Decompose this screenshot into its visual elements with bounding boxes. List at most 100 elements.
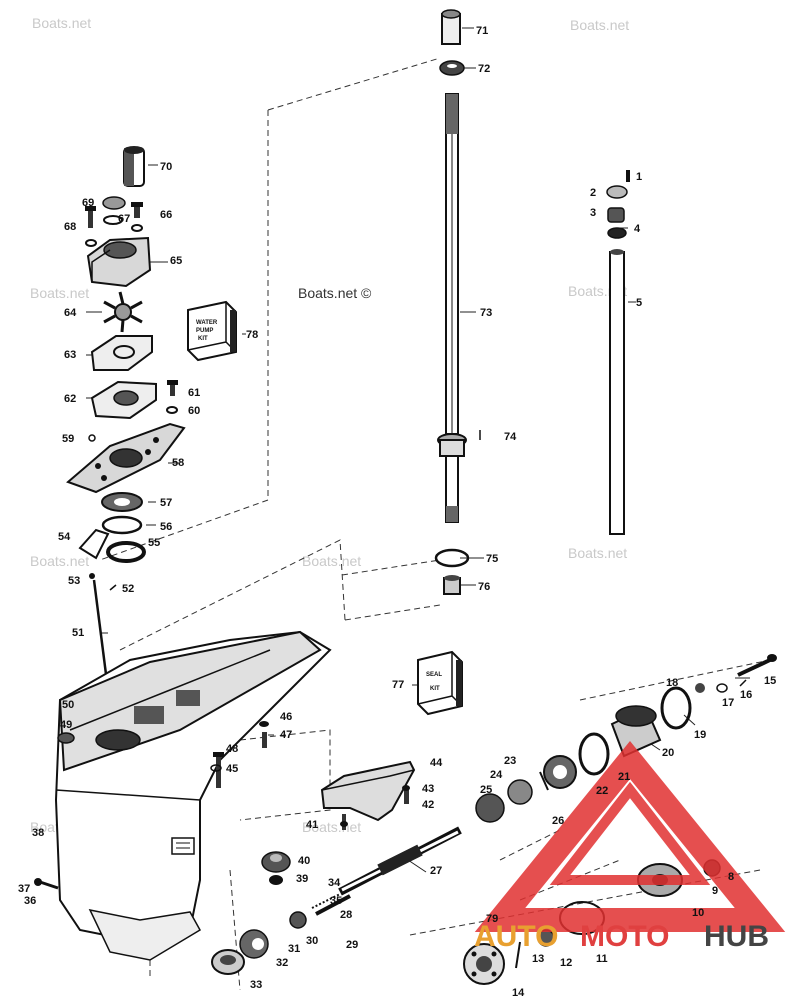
callout-56: 56	[160, 521, 172, 533]
part-51-shift-rod	[89, 573, 117, 691]
callout-15: 15	[764, 675, 776, 687]
reverse-gear-group	[475, 755, 577, 823]
callout-16: 16	[740, 689, 752, 701]
watermark: Boats.net	[30, 285, 89, 301]
callout-65: 65	[170, 255, 182, 267]
callout-45: 45	[226, 763, 238, 775]
watermark: Boats.net	[302, 553, 361, 569]
brand-hub: HUB	[704, 920, 769, 953]
callout-54: 54	[58, 531, 71, 543]
watermark: Boats.net	[30, 553, 89, 569]
watermark: Boats.net	[568, 545, 627, 561]
bearing-carrier-group	[578, 683, 705, 776]
forward-gear-group	[211, 911, 307, 975]
callout-63: 63	[64, 349, 76, 361]
callout-60: 60	[188, 405, 200, 417]
kit-label: KIT	[198, 336, 208, 342]
callout-62: 62	[64, 393, 76, 405]
callout-26: 26	[552, 815, 564, 827]
kit-label: SEAL	[426, 672, 442, 678]
callout-79: 79	[486, 913, 498, 925]
callout-44: 44	[430, 757, 443, 769]
callout-53: 53	[68, 575, 80, 587]
callout-75: 75	[486, 553, 498, 565]
callout-74: 74	[504, 431, 517, 443]
callout-38: 38	[32, 827, 44, 839]
callout-59: 59	[62, 433, 74, 445]
watermark: Boats.net	[32, 15, 91, 31]
kit-label: PUMP	[196, 328, 213, 334]
callout-27: 27	[430, 865, 442, 877]
callout-70: 70	[160, 161, 172, 173]
callout-41: 41	[306, 819, 318, 831]
callout-12: 12	[560, 957, 572, 969]
callout-72: 72	[478, 63, 490, 75]
callout-58: 58	[172, 457, 184, 469]
callout-52: 52	[122, 583, 134, 595]
callout-5: 5	[636, 297, 642, 309]
callout-77: 77	[392, 679, 404, 691]
part-15-bolt	[716, 654, 777, 693]
callout-76: 76	[478, 581, 490, 593]
callout-25: 25	[480, 784, 492, 796]
callout-3: 3	[590, 207, 596, 219]
part-37-screw	[34, 878, 59, 890]
callout-48: 48	[226, 743, 238, 755]
callout-31: 31	[288, 943, 300, 955]
callout-4: 4	[634, 223, 641, 235]
kit-label: KIT	[430, 686, 440, 692]
callout-28: 28	[340, 909, 352, 921]
callout-19: 19	[694, 729, 706, 741]
callout-69: 69	[82, 197, 94, 209]
part-70-tube	[123, 146, 145, 187]
brand-auto: AUTO	[474, 920, 558, 953]
part-65-pump-body	[86, 236, 152, 288]
callout-14: 14	[512, 987, 525, 999]
part-71-bushing	[441, 9, 461, 45]
callout-43: 43	[422, 783, 434, 795]
callout-55: 55	[148, 537, 160, 549]
callout-64: 64	[64, 307, 77, 319]
callout-22: 22	[596, 785, 608, 797]
part-62-plate	[90, 380, 157, 420]
callout-36: 36	[24, 895, 36, 907]
callout-50: 50	[62, 699, 74, 711]
callout-73: 73	[480, 307, 492, 319]
callout-49: 49	[60, 719, 72, 731]
part-59-dowel	[88, 434, 96, 442]
callout-23: 23	[504, 755, 516, 767]
callout-30: 30	[306, 935, 318, 947]
callout-47: 47	[280, 729, 292, 741]
seals-stack	[78, 492, 146, 563]
pump-top-hardware	[85, 196, 143, 247]
callout-68: 68	[64, 221, 76, 233]
part-73-drive-shaft	[437, 93, 467, 523]
callout-46: 46	[280, 711, 292, 723]
callout-1: 1	[636, 171, 642, 183]
callout-labels: 1234589101112131415161718192021222324252…	[18, 25, 776, 999]
callout-18: 18	[666, 677, 678, 689]
callout-8: 8	[728, 871, 734, 883]
part-27-prop-shaft	[315, 826, 462, 916]
part-75-o-ring	[434, 548, 470, 568]
watermark: Boats.net	[570, 17, 629, 33]
part-44-anode-plate	[320, 760, 416, 830]
part-63-gasket	[90, 335, 153, 371]
callout-20: 20	[662, 747, 674, 759]
shift-rod-group	[606, 170, 630, 535]
callout-9: 9	[712, 885, 718, 897]
callout-2: 2	[590, 187, 596, 199]
callout-32: 32	[276, 957, 288, 969]
callout-66: 66	[160, 209, 172, 221]
callout-37: 37	[18, 883, 30, 895]
brand-moto: MOTO	[580, 920, 669, 953]
callout-39: 39	[296, 873, 308, 885]
callout-51: 51	[72, 627, 84, 639]
callout-21: 21	[618, 771, 630, 783]
part-58-base-plate	[66, 422, 186, 494]
part-28-pin	[311, 893, 341, 909]
callout-24: 24	[490, 769, 503, 781]
callout-10: 10	[692, 907, 704, 919]
